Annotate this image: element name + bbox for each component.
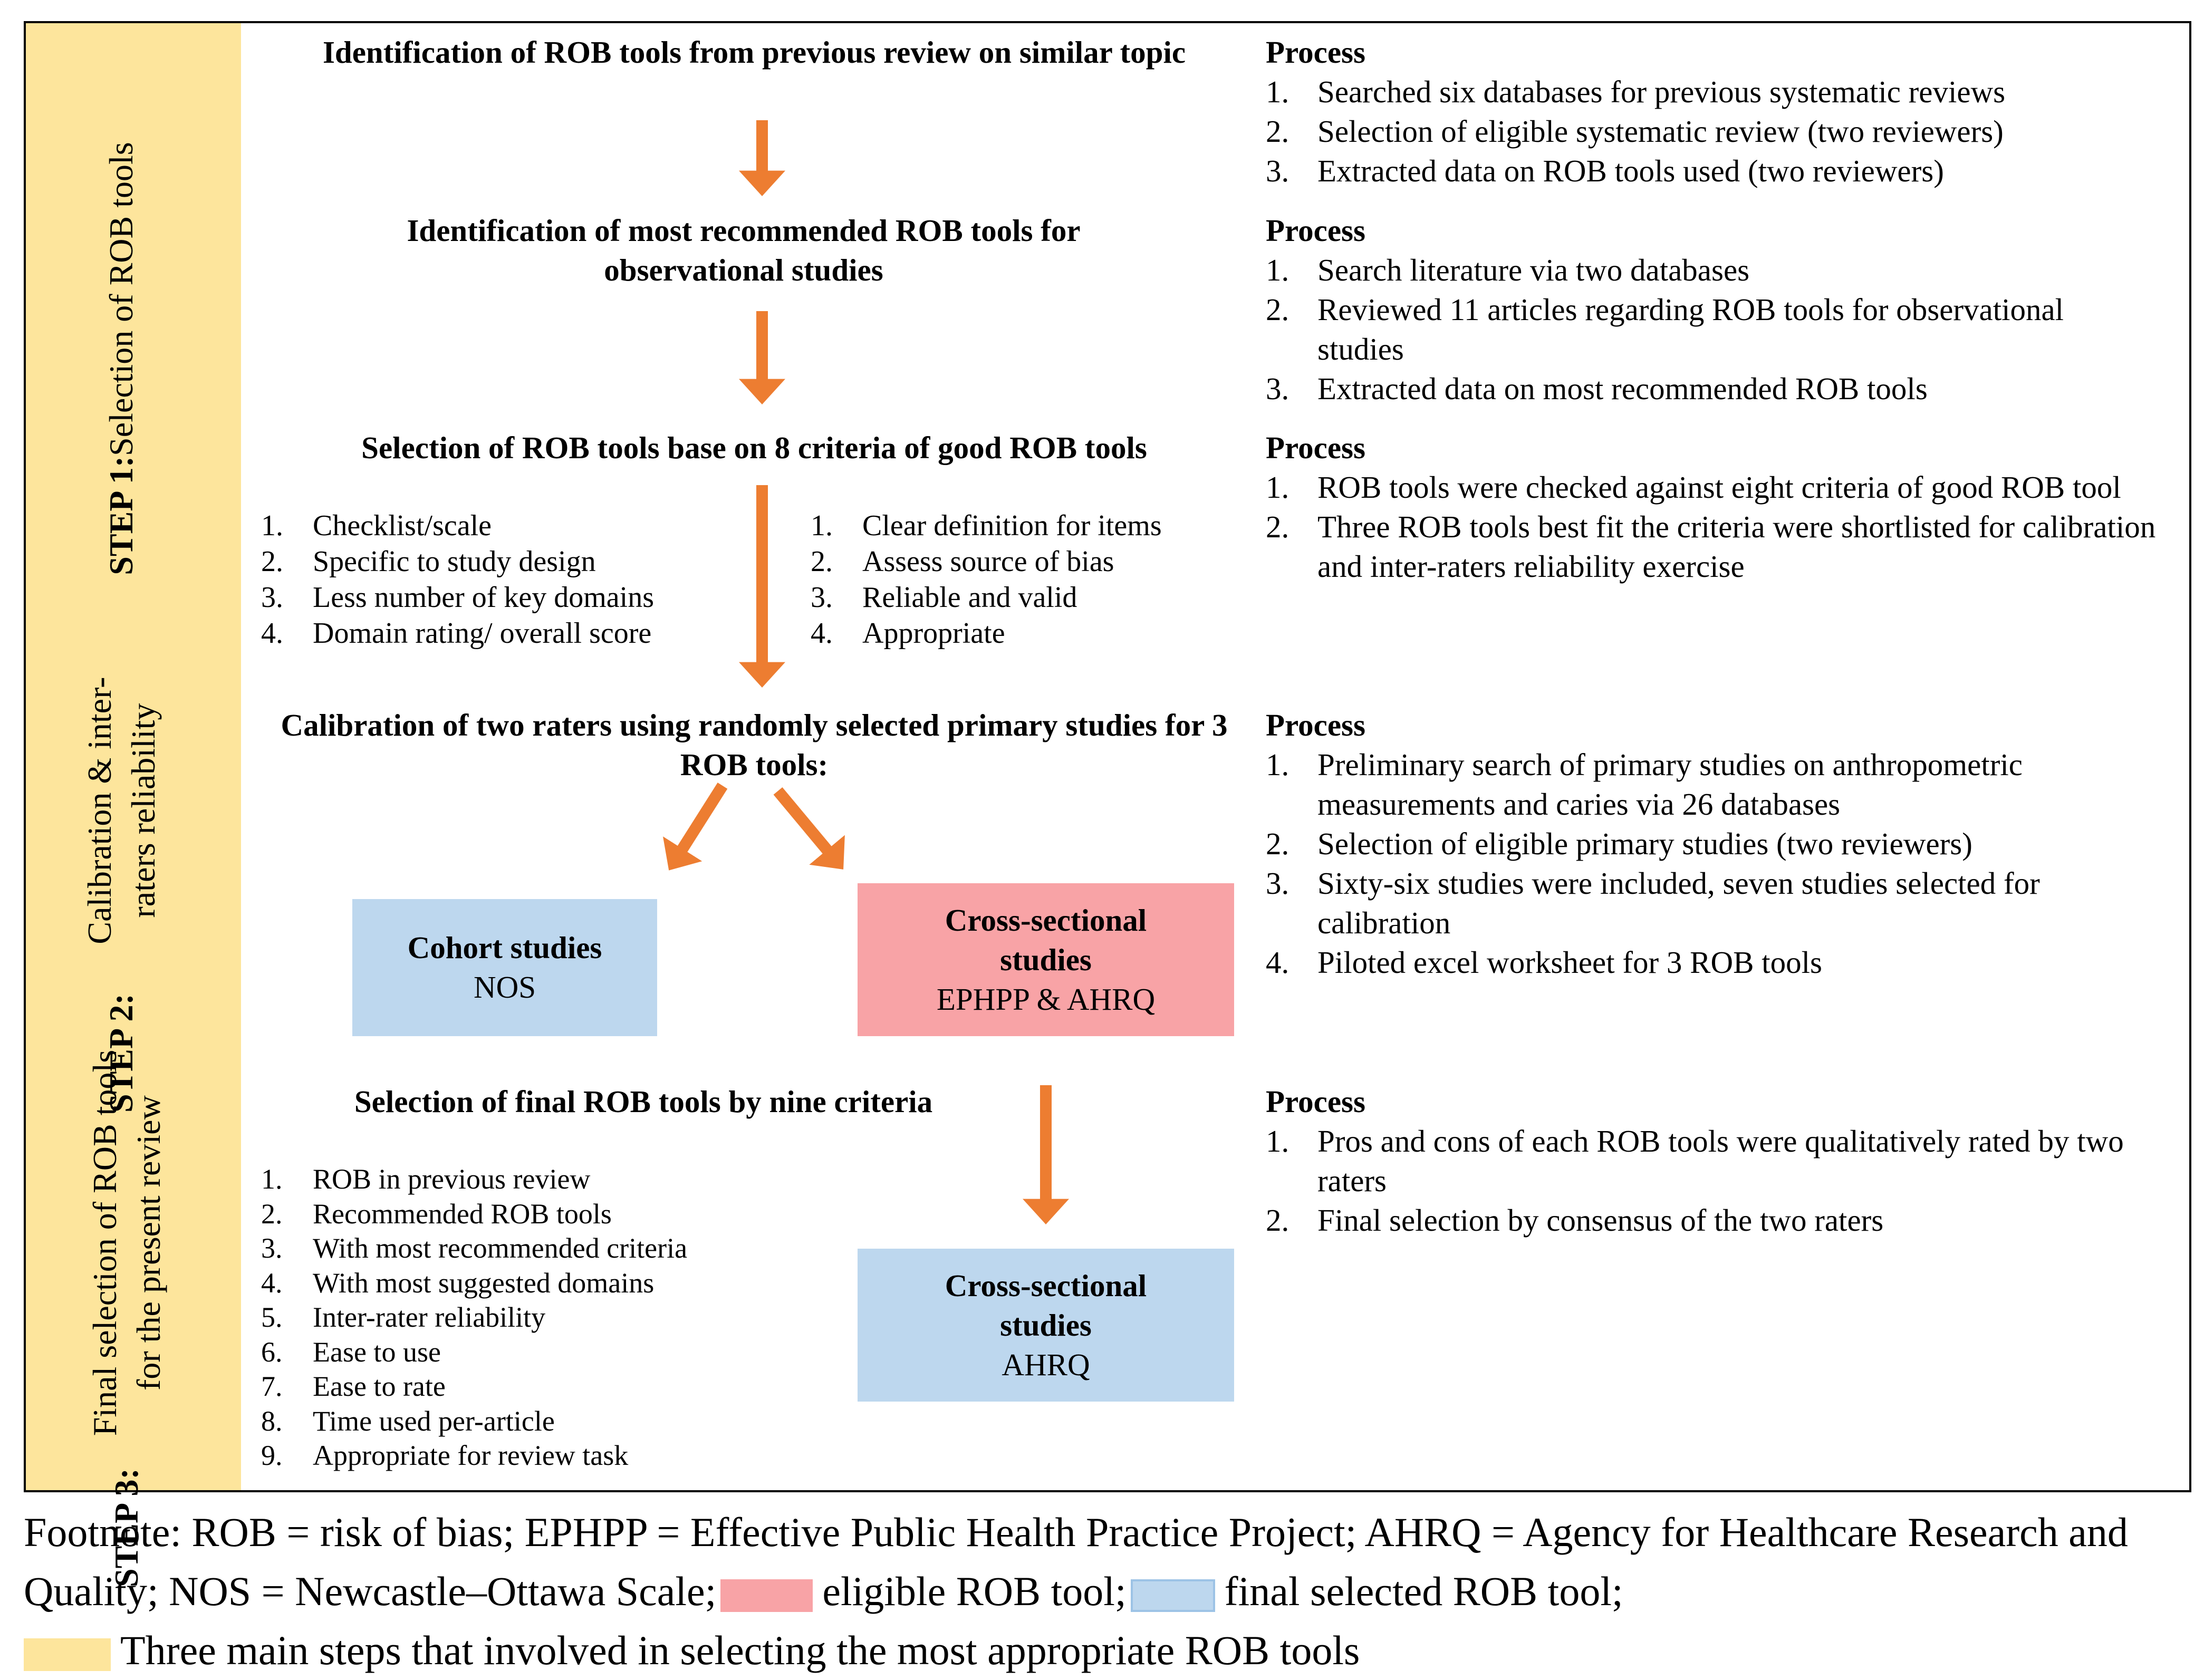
list-item: 3.Less number of key domains — [261, 581, 654, 614]
process-list-1: 1.Searched six databases for previous sy… — [1266, 72, 2183, 191]
arrow-to-cross-sectional — [773, 787, 845, 870]
process-list-4: 1.Preliminary search of primary studies … — [1266, 745, 2173, 982]
list-item: 1.Search literature via two databases — [1266, 253, 1750, 287]
list-item: 2.Recommended ROB tools — [261, 1198, 612, 1230]
process-title-1: Process — [1266, 35, 1365, 70]
list-item: 5.Inter-rater reliability — [261, 1301, 546, 1333]
list-item: 2.Three ROB tools best fit the criteria … — [1266, 509, 2156, 584]
footnote-text: Footnote: ROB = risk of bias; EPHPP = Ef… — [24, 1509, 2128, 1614]
list-item: 1.ROB in previous review — [261, 1163, 591, 1195]
list-item: 3.With most recommended criteria — [261, 1232, 688, 1264]
pink-swatch — [720, 1579, 813, 1613]
list-item: 1.ROB tools were checked against eight c… — [1266, 470, 2121, 505]
process-title-4: Process — [1266, 708, 1365, 742]
process-list-5: 1.Pros and cons of each ROB tools were q… — [1266, 1122, 2131, 1240]
cohort-nos-box: Cohort studies NOS — [352, 899, 657, 1036]
list-item: 2.Selection of eligible systematic revie… — [1266, 114, 2004, 149]
list-item: 3.Reliable and valid — [811, 581, 1077, 614]
list-item: 3.Extracted data on ROB tools used (two … — [1266, 153, 1944, 188]
yellow-legend-label: Three main steps that involved in select… — [120, 1627, 1360, 1673]
blue-legend-label: final selected ROB tool; — [1224, 1568, 1623, 1614]
process-list-3: 1.ROB tools were checked against eight c… — [1266, 468, 2183, 586]
heading-eight-criteria: Selection of ROB tools base on 8 criteri… — [361, 430, 1147, 465]
criteria-list-right: 1.Clear definition for items 2.Assess so… — [811, 508, 1162, 651]
list-item: 1.Checklist/scale — [261, 509, 492, 542]
list-item: 3.Extracted data on most recommended ROB… — [1266, 371, 1928, 406]
step-band — [26, 23, 241, 1490]
list-item: 2.Reviewed 11 articles regarding ROB too… — [1266, 292, 2064, 366]
process-title-3: Process — [1266, 430, 1365, 465]
heading-calibration: Calibration of two raters using randomly… — [281, 708, 1228, 782]
process-title-2: Process — [1266, 213, 1365, 248]
list-item: 2.Selection of eligible primary studies … — [1266, 826, 1972, 861]
list-item: 6.Ease to use — [261, 1336, 441, 1368]
list-item: 1.Pros and cons of each ROB tools were q… — [1266, 1124, 2124, 1198]
footnote: Footnote: ROB = risk of bias; EPHPP = Ef… — [24, 1503, 2197, 1680]
list-item: 1.Clear definition for items — [811, 509, 1162, 542]
list-item: 4.Appropriate — [811, 617, 1005, 650]
list-item: 9.Appropriate for review task — [261, 1440, 629, 1471]
pink-legend-label: eligible ROB tool; — [822, 1568, 1127, 1614]
cross-sectional-final-box: Cross-sectional studies AHRQ — [858, 1249, 1234, 1402]
list-item: 1.Preliminary search of primary studies … — [1266, 747, 2023, 822]
list-item: 2.Final selection by consensus of the tw… — [1266, 1203, 1884, 1238]
final-criteria-list: 1.ROB in previous review 2.Recommended R… — [261, 1162, 687, 1473]
criteria-list-left: 1.Checklist/scale 2.Specific to study de… — [261, 508, 654, 651]
arrow-to-cohort — [662, 783, 728, 871]
yellow-swatch — [24, 1638, 111, 1672]
process-title-5: Process — [1266, 1084, 1365, 1119]
list-item: 4.Domain rating/ overall score — [261, 617, 652, 650]
blue-swatch — [1130, 1579, 1215, 1613]
process-list-2: 1.Search literature via two databases 2.… — [1266, 250, 2067, 409]
heading-previous-review: Identification of ROB tools from previou… — [322, 35, 1186, 70]
diagram-frame — [24, 21, 2191, 1492]
list-item: 2.Assess source of bias — [811, 545, 1114, 578]
list-item: 7.Ease to rate — [261, 1370, 446, 1402]
heading-final-selection: Selection of final ROB tools by nine cri… — [354, 1084, 933, 1119]
list-item: 4.Piloted excel worksheet for 3 ROB tool… — [1266, 945, 1822, 980]
list-item: 3.Sixty-six studies were included, seven… — [1266, 866, 2040, 940]
list-item: 1.Searched six databases for previous sy… — [1266, 74, 2006, 109]
list-item: 8.Time used per-article — [261, 1405, 555, 1437]
heading-most-recommended: Identification of most recommended ROB t… — [407, 213, 1081, 287]
list-item: 2.Specific to study design — [261, 545, 596, 578]
cross-sectional-eligible-box: Cross-sectional studies EPHPP & AHRQ — [858, 883, 1234, 1036]
list-item: 4.With most suggested domains — [261, 1267, 655, 1299]
